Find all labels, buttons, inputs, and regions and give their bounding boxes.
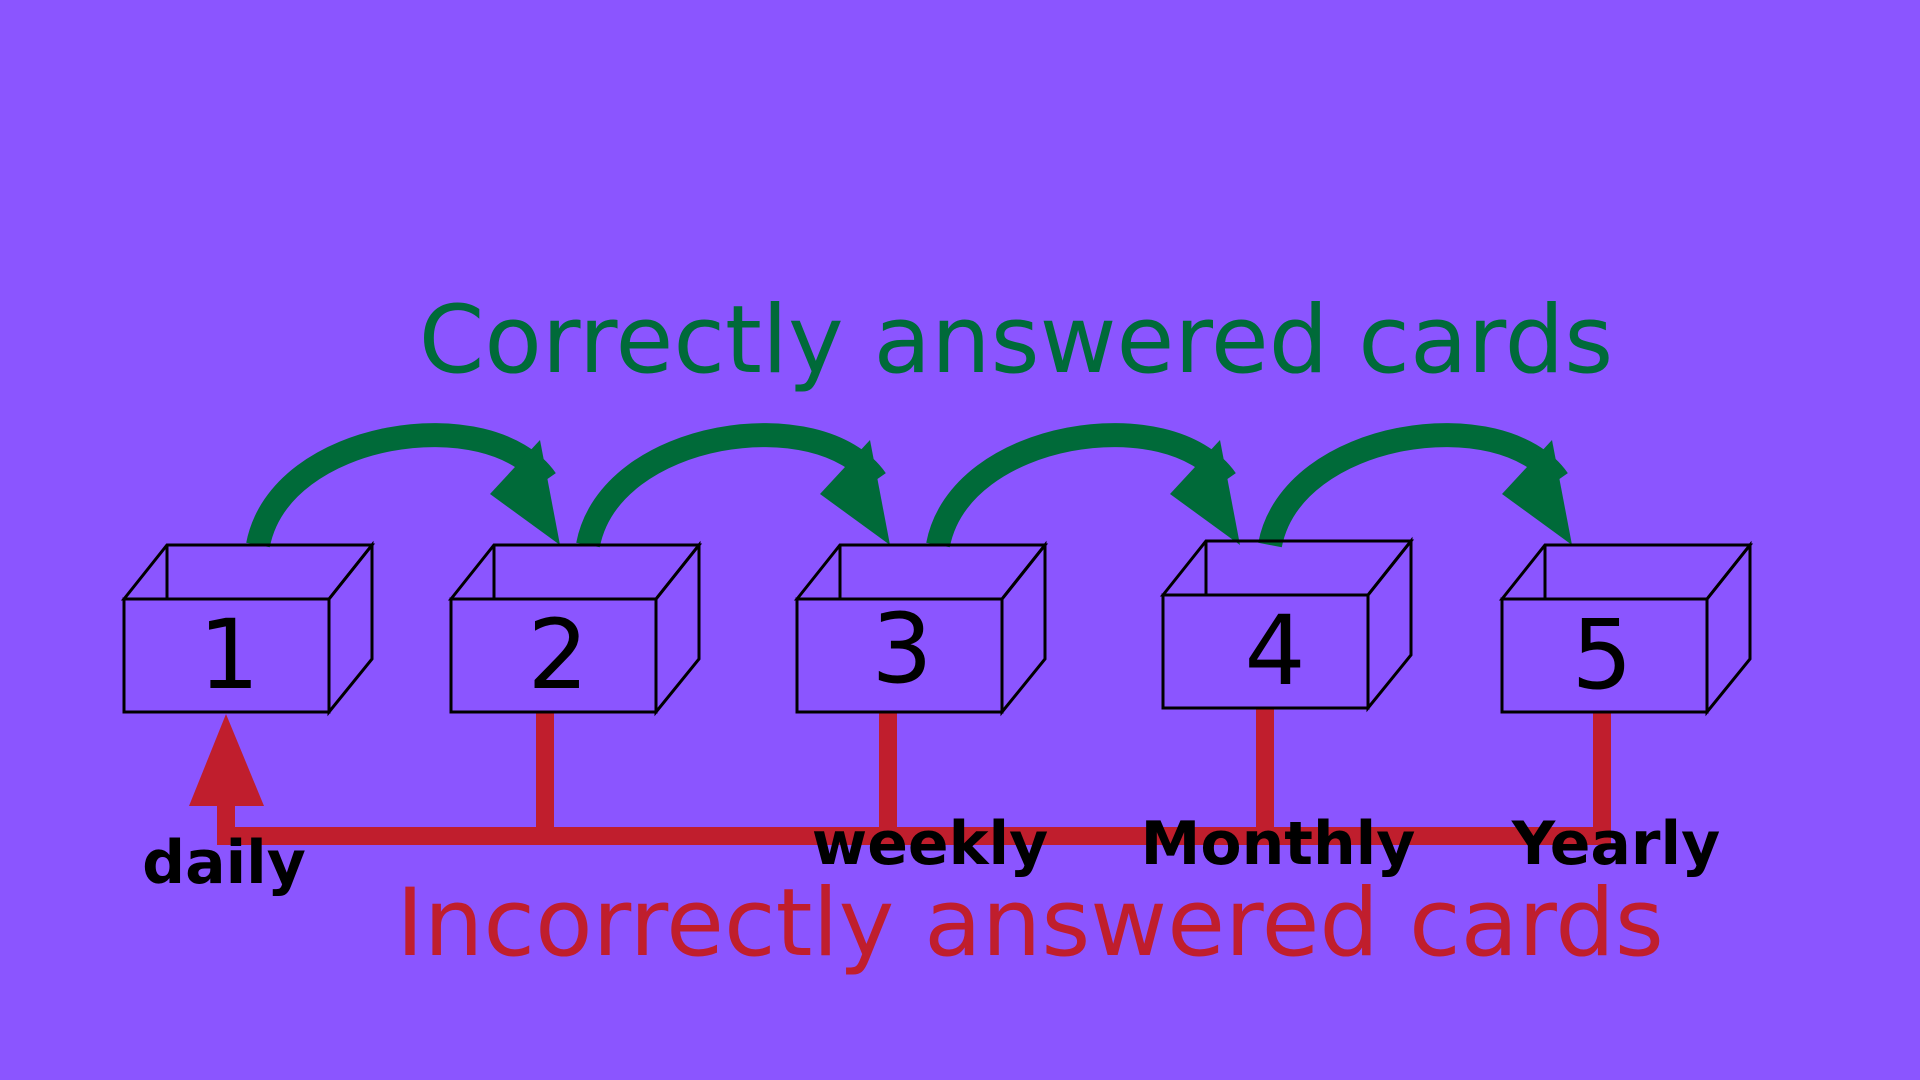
- box-number: 1: [198, 599, 259, 711]
- box-number: 4: [1244, 595, 1305, 707]
- correct-arrow-3-to-4: [926, 423, 1240, 548]
- correct-arrows: [246, 423, 1572, 548]
- correct-arrow-2-to-3: [576, 423, 890, 548]
- box-4: 4: [1159, 536, 1415, 713]
- incorrect-return-lines: [189, 708, 1611, 845]
- box-1: 1: [120, 540, 376, 717]
- box-number: 2: [527, 599, 588, 711]
- frequency-yearly: Yearly: [1511, 809, 1720, 879]
- box-5: 5: [1498, 540, 1754, 717]
- box-number: 3: [871, 593, 932, 705]
- header-incorrect: Incorrectly answered cards: [396, 869, 1664, 978]
- box-3: 3: [793, 540, 1049, 717]
- frequency-weekly: weekly: [812, 809, 1048, 879]
- return-arrowhead: [189, 714, 264, 806]
- header-correct: Correctly answered cards: [419, 286, 1613, 395]
- frequency-daily: daily: [142, 828, 306, 898]
- frequency-monthly: Monthly: [1141, 809, 1416, 879]
- box-2: 2: [447, 540, 703, 717]
- correct-arrow-4-to-5: [1258, 423, 1572, 548]
- box-number: 5: [1571, 599, 1632, 711]
- correct-arrow-1-to-2: [246, 423, 560, 548]
